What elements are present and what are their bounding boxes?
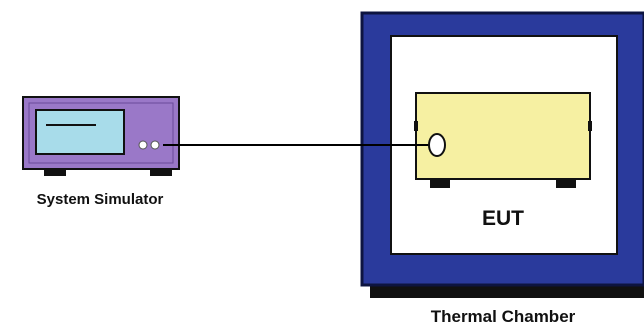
eut-label: EUT [482, 207, 524, 230]
simulator-foot-right [150, 166, 172, 176]
system-simulator [22, 96, 180, 176]
eut-connector [428, 133, 446, 157]
eut [414, 92, 592, 188]
simulator-knob-right [150, 140, 160, 150]
thermal-chamber [360, 11, 644, 298]
eut-body [415, 92, 591, 180]
rf-cable [163, 133, 446, 157]
eut-foot-left [430, 178, 450, 188]
simulator-knob-left [138, 140, 148, 150]
simulator-screen [35, 109, 125, 155]
simulator-label: System Simulator [37, 191, 164, 208]
simulator-foot-left [44, 166, 66, 176]
chamber-label: Thermal Chamber [431, 307, 576, 326]
simulator-inner-panel [28, 102, 174, 164]
eut-foot-right [556, 178, 576, 188]
